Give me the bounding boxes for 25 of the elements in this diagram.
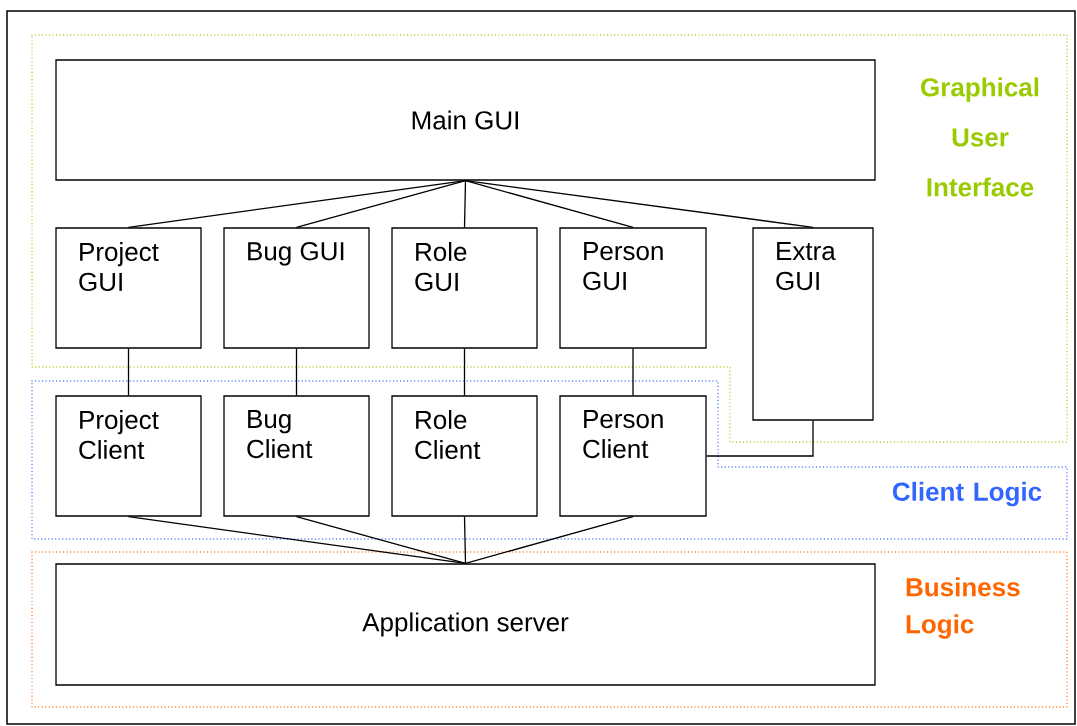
component-box: Person Client bbox=[559, 395, 707, 517]
component-box: Application server bbox=[55, 563, 876, 686]
connector-line bbox=[464, 180, 634, 228]
connector-line bbox=[127, 516, 467, 564]
connector-line bbox=[706, 420, 814, 457]
connector-line bbox=[127, 180, 467, 228]
connector-line bbox=[295, 348, 298, 396]
connector-line bbox=[632, 348, 634, 396]
connector-line bbox=[463, 180, 467, 228]
connector-line bbox=[463, 516, 467, 564]
component-box: Project GUI bbox=[55, 227, 202, 349]
component-box: Project Client bbox=[55, 395, 202, 517]
component-box: Role Client bbox=[391, 395, 538, 517]
component-box: Extra GUI bbox=[752, 227, 874, 421]
component-box: Main GUI bbox=[55, 59, 876, 181]
connector-line bbox=[464, 516, 634, 564]
connector-line bbox=[295, 516, 467, 564]
connector-line bbox=[463, 348, 466, 396]
connector-line bbox=[127, 348, 130, 396]
component-box: Role GUI bbox=[391, 227, 538, 349]
component-box: Bug GUI bbox=[223, 227, 370, 349]
connector-line bbox=[464, 180, 814, 228]
component-box: Person GUI bbox=[559, 227, 707, 349]
component-box: Bug Client bbox=[223, 395, 370, 517]
connector-line bbox=[295, 180, 467, 228]
